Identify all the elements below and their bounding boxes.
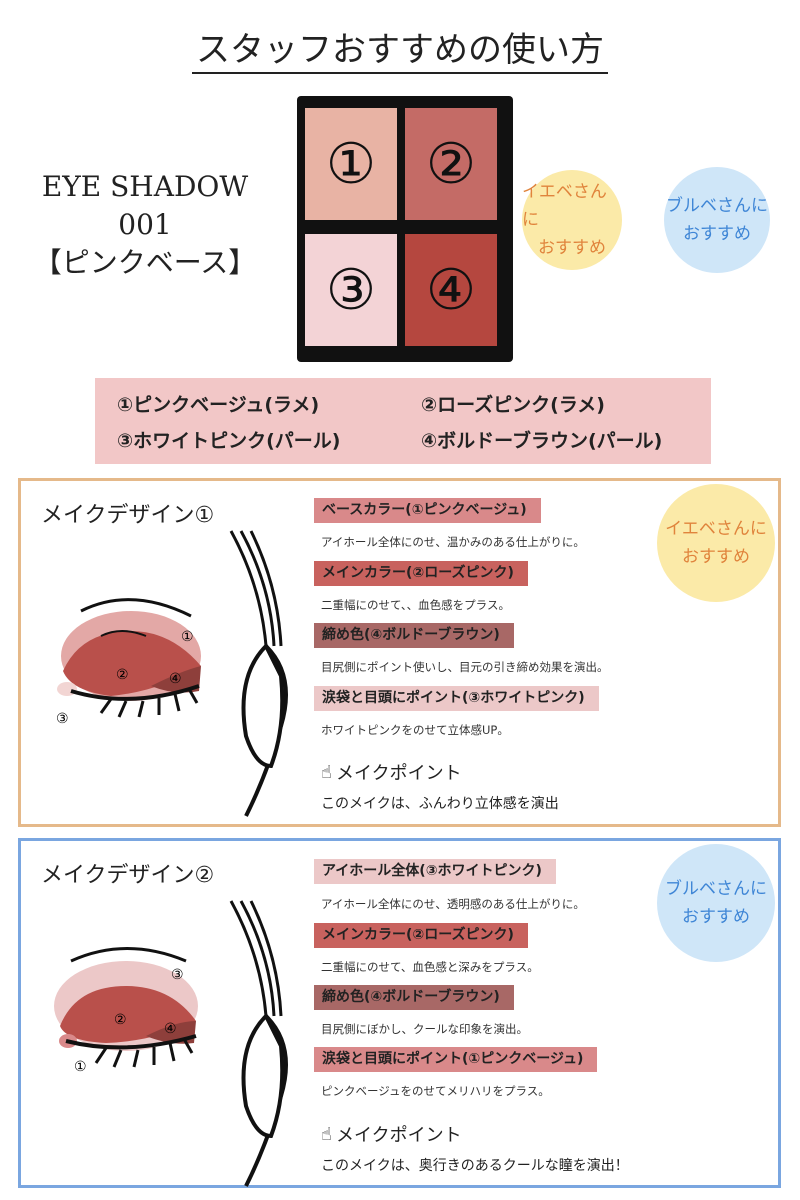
product-line: EYE SHADOW: [41, 170, 249, 203]
make-point-heading: ☝メイクポイント: [321, 761, 462, 785]
hand-pointing-icon: ☝: [321, 761, 332, 783]
svg-text:③: ③: [171, 967, 184, 983]
eye-illustration: ③ ② ④ ①: [54, 947, 198, 1075]
step-tag: 締め色(④ボルドーブラウン): [314, 623, 514, 648]
svg-text:④: ④: [164, 1021, 177, 1037]
step-tag: 締め色(④ボルドーブラウン): [314, 985, 514, 1010]
page-title: スタッフおすすめの使い方: [0, 22, 800, 74]
svg-text:④: ④: [169, 671, 182, 687]
step-desc: 二重幅にのせて、、血色感をプラス。: [321, 598, 510, 612]
pan-3: ③: [305, 234, 397, 346]
pan-1: ①: [305, 108, 397, 220]
design-1-section: メイクデザイン① ① ② ④ ③ ベースカラー(①ピンクベージュ) アイホール全…: [18, 478, 781, 827]
make-point-desc: このメイクは、奥行きのあるクールな瞳を演出！: [321, 1158, 629, 1174]
section-title: メイクデザイン①: [41, 503, 215, 528]
step-desc: アイホール全体にのせ、温かみのある仕上がりに。: [321, 535, 585, 549]
make-point-desc: このメイクは、ふんわり立体感を演出: [321, 796, 559, 812]
product-variant: 【ピンクベース】: [33, 246, 257, 279]
step-desc: 目尻側にぼかし、クールな印象を演出。: [321, 1022, 528, 1036]
step-tag: 涙袋と目頭にポイント(③ホワイトピンク): [314, 686, 599, 711]
make-point-heading: ☝メイクポイント: [321, 1123, 462, 1147]
product-name: EYE SHADOW 001 【ピンクベース】: [20, 168, 270, 282]
legend-item: ④ボルドーブラウン(パール): [421, 430, 663, 452]
legend-item: ③ホワイトピンク(パール): [117, 430, 341, 452]
blue-base-badge: ブルベさんにおすすめ: [664, 167, 770, 273]
step-desc: ピンクベージュをのせてメリハリをプラス。: [321, 1084, 550, 1098]
legend-item: ②ローズピンク(ラメ): [421, 394, 605, 416]
brush-illustration: [229, 900, 288, 1187]
svg-text:①: ①: [181, 629, 194, 645]
page-title-text: スタッフおすすめの使い方: [192, 30, 608, 74]
product-number: 001: [118, 208, 172, 241]
pan-2: ②: [405, 108, 497, 220]
blue-base-badge: ブルベさんにおすすめ: [657, 844, 775, 962]
brush-illustration: [229, 530, 288, 817]
svg-text:②: ②: [116, 667, 129, 683]
eye-illustration: ① ② ④ ③: [56, 598, 201, 727]
eyeshadow-palette: ① ② ③ ④: [297, 96, 513, 362]
yellow-base-badge: イエベさんにおすすめ: [522, 170, 622, 270]
svg-text:①: ①: [74, 1059, 87, 1075]
step-tag: メインカラー(②ローズピンク): [314, 923, 528, 948]
step-desc: 目尻側にポイント使いし、目元の引き締め効果を演出。: [321, 660, 609, 674]
step-desc: 二重幅にのせて、血色感と深みをプラス。: [321, 960, 539, 974]
legend-item: ①ピンクベージュ(ラメ): [117, 394, 320, 416]
step-tag: ベースカラー(①ピンクベージュ): [314, 498, 541, 523]
step-desc: アイホール全体にのせ、透明感のある仕上がりに。: [321, 897, 585, 911]
step-tag: アイホール全体(③ホワイトピンク): [314, 859, 556, 884]
step-tag: メインカラー(②ローズピンク): [314, 561, 528, 586]
svg-text:②: ②: [114, 1012, 127, 1028]
section-title: メイクデザイン②: [41, 863, 215, 888]
yellow-base-badge: イエベさんにおすすめ: [657, 484, 775, 602]
svg-text:③: ③: [56, 711, 69, 727]
pan-4: ④: [405, 234, 497, 346]
color-legend: ①ピンクベージュ(ラメ) ②ローズピンク(ラメ) ③ホワイトピンク(パール) ④…: [95, 378, 711, 464]
step-tag: 涙袋と目頭にポイント(①ピンクベージュ): [314, 1047, 598, 1072]
hand-pointing-icon: ☝: [321, 1123, 332, 1145]
step-desc: ホワイトピンクをのせて立体感UP。: [321, 723, 509, 737]
design-2-section: メイクデザイン② ③ ② ④ ① アイホール全体(③ホワイトピンク) アイホール…: [18, 838, 781, 1188]
